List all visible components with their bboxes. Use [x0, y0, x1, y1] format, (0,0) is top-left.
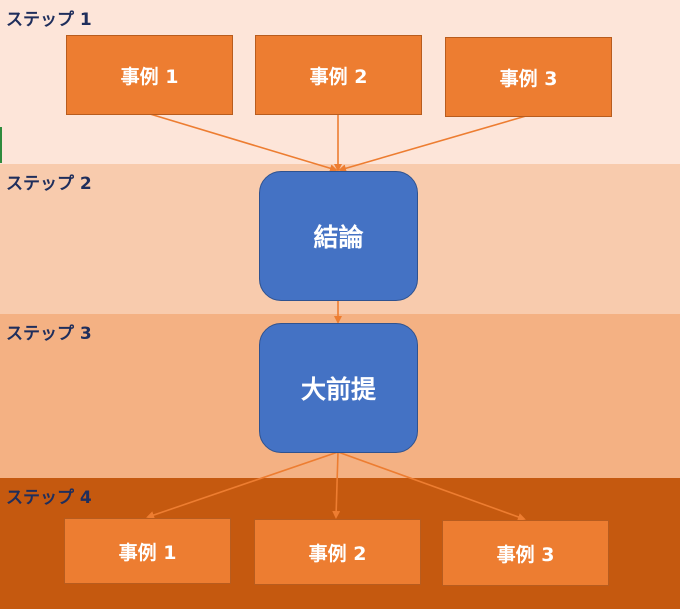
major-premise-label: 大前提: [300, 375, 376, 404]
top-case-3-label: 事例 3: [499, 67, 558, 90]
step-3-label: ステップ 3: [6, 324, 92, 344]
bottom-case-1-label: 事例 1: [118, 541, 177, 564]
top-case-2-label: 事例 2: [309, 65, 368, 88]
bottom-case-3-label: 事例 3: [496, 543, 555, 566]
top-case-1-label: 事例 1: [120, 65, 179, 88]
step-1-label: ステップ 1: [6, 10, 92, 30]
top-case-2-box: 事例 2: [255, 35, 422, 115]
top-case-3-box: 事例 3: [445, 37, 612, 117]
step-2-label: ステップ 2: [6, 174, 92, 194]
conclusion-label: 結論: [313, 223, 364, 252]
bottom-case-2-label: 事例 2: [308, 542, 367, 565]
bottom-case-1-box: 事例 1: [64, 518, 231, 584]
bottom-case-2-box: 事例 2: [254, 519, 421, 585]
top-case-1-box: 事例 1: [66, 35, 233, 115]
bottom-case-3-box: 事例 3: [442, 520, 609, 586]
major-premise-node: 大前提: [259, 323, 418, 453]
conclusion-node: 結論: [259, 171, 418, 301]
edge-marker: [0, 127, 2, 163]
step-4-label: ステップ 4: [6, 488, 92, 508]
